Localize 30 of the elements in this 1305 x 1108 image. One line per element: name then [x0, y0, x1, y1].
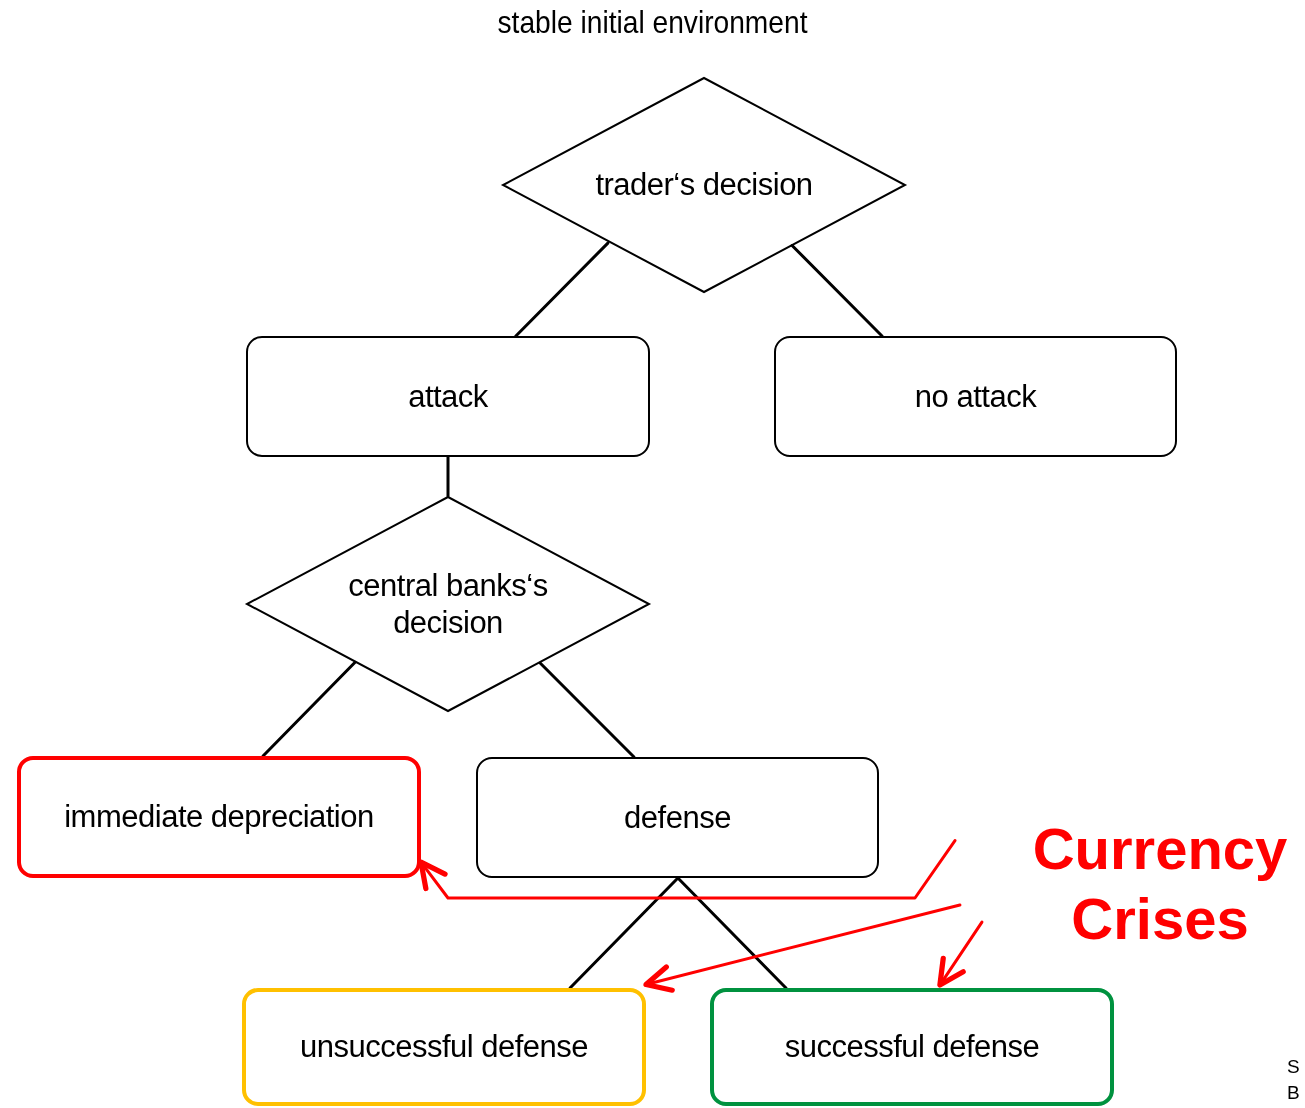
outcome-box: [242, 988, 646, 1106]
decision-diamond: [246, 496, 650, 712]
node-label: successful defense: [784, 1028, 1040, 1066]
cut-off-text: S: [1287, 1056, 1300, 1078]
connector-line: [790, 244, 884, 338]
node-label: unsuccessful defense: [299, 1028, 589, 1066]
outcome-box: [17, 756, 421, 878]
outcome-box: [246, 336, 650, 457]
node-label: defense: [624, 798, 731, 837]
node-label: immediate depreciation: [64, 798, 374, 836]
node-label: trader‘s decision: [595, 166, 813, 204]
connector-line: [538, 661, 636, 759]
node-label: central banks‘s decision: [347, 566, 549, 642]
arrow: [418, 839, 957, 900]
outcome-box: [476, 757, 879, 878]
outcome-box: [774, 336, 1177, 457]
connector-line: [676, 876, 788, 990]
decision-diamond: [502, 77, 906, 293]
arrow: [643, 903, 962, 993]
connector-line: [261, 660, 357, 758]
node-label: attack: [408, 377, 488, 416]
connector-line: [446, 455, 450, 498]
callout-text: Currency Crises: [1031, 814, 1289, 953]
connector-line: [514, 241, 610, 338]
connector-line: [568, 876, 680, 990]
node-label: no attack: [914, 377, 1037, 416]
cut-off-text: B: [1287, 1082, 1300, 1104]
diagram-title: stable initial environment: [497, 4, 808, 40]
arrow: [937, 920, 984, 988]
outcome-box: [710, 988, 1114, 1106]
